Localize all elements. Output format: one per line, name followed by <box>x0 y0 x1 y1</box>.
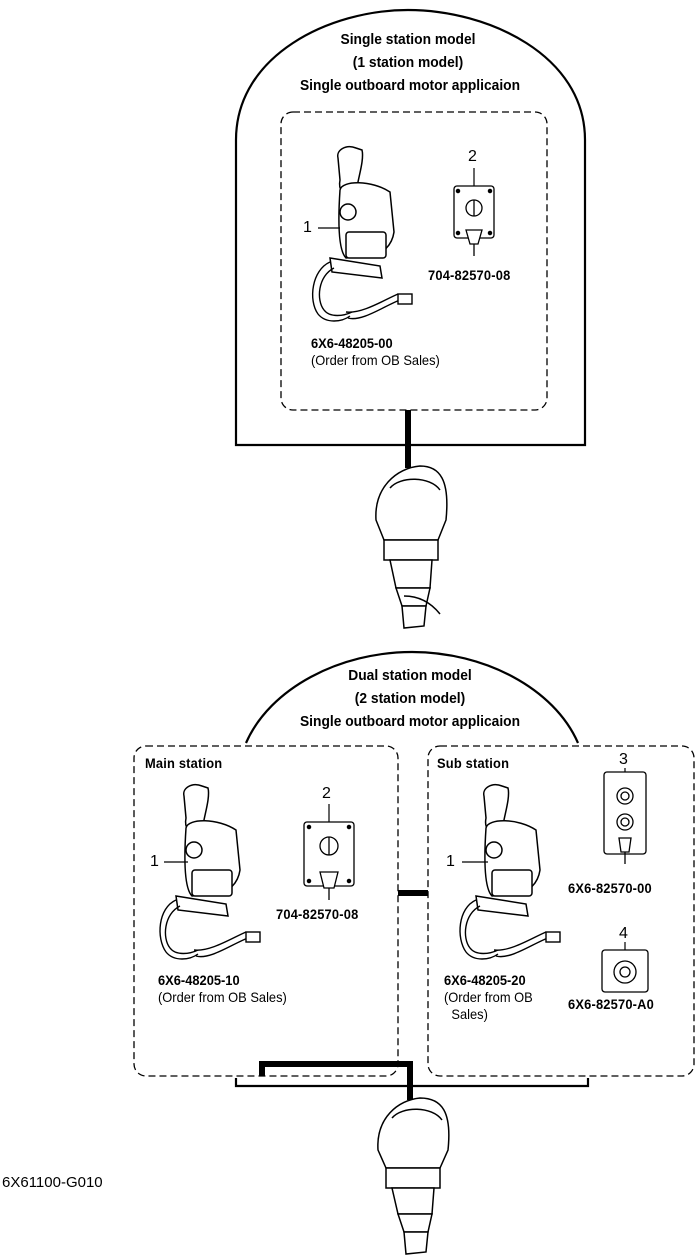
main-remote-control-lever <box>175 784 241 917</box>
figure-code: 6X61100-G010 <box>2 1174 103 1191</box>
single-outboard-motor <box>375 465 448 629</box>
sub-lever-cable <box>459 899 561 960</box>
single-remote-control-lever <box>329 146 395 279</box>
single-lever-order-note: (Order from OB Sales) <box>311 352 440 368</box>
single-title-line3: Single outboard motor applicaion <box>299 77 521 94</box>
sub-engine-stop-switch <box>601 949 649 993</box>
main-callout-2: 2 <box>322 785 331 802</box>
sub-switch-part-number: 6X6-82570-A0 <box>568 996 654 1012</box>
single-panel-part-number: 704-82570-08 <box>428 267 511 283</box>
main-lever-cable <box>159 899 261 960</box>
single-lever-cable <box>311 261 413 322</box>
sub-lever-order-note-line1: (Order from OB <box>444 989 533 1005</box>
sub-callout-1: 1 <box>446 853 455 870</box>
single-station-frame <box>234 8 587 447</box>
single-title-line1: Single station model <box>340 31 476 48</box>
sub-callout-3: 3 <box>619 751 628 768</box>
sub-lever-part-number: 6X6-48205-20 <box>444 972 526 988</box>
main-lever-order-note: (Order from OB Sales) <box>158 989 287 1005</box>
sub-lever-order-note-line2: Sales) <box>451 1006 488 1022</box>
main-lever-part-number: 6X6-48205-10 <box>158 972 240 988</box>
dual-station-arch <box>244 650 580 744</box>
sub-lever-part: 6X6-48205-20 (Order from OB Sales) <box>444 972 533 1023</box>
dual-outboard-motor <box>377 1097 450 1255</box>
sub-switch-panel <box>603 771 647 864</box>
single-callout-1: 1 <box>303 219 312 236</box>
sub-callout-4: 4 <box>619 925 628 942</box>
single-station-box <box>280 111 548 411</box>
sub-station-box <box>427 745 695 1077</box>
main-panel-part-number: 704-82570-08 <box>276 906 359 922</box>
single-callout-2: 2 <box>468 148 477 165</box>
main-station-label: Main station <box>145 755 223 771</box>
dual-title-line2: (2 station model) <box>354 690 466 707</box>
dual-title-line1: Dual station model <box>348 667 472 684</box>
main-key-switch-panel <box>303 821 355 900</box>
single-lever-part-number: 6X6-48205-00 <box>311 335 393 351</box>
main-station-box <box>133 745 399 1077</box>
single-title-line2: (1 station model) <box>352 54 464 71</box>
sub-station-label: Sub station <box>437 755 510 771</box>
dual-main-harness <box>259 1061 413 1100</box>
dual-title-line3: Single outboard motor applicaion <box>299 713 521 730</box>
single-lever-part: 6X6-48205-00 (Order from OB Sales) <box>311 335 440 369</box>
sub-panel-part-number: 6X6-82570-00 <box>568 880 652 896</box>
single-key-switch-panel <box>453 185 495 256</box>
sub-remote-control-lever <box>475 784 541 917</box>
main-lever-part: 6X6-48205-10 (Order from OB Sales) <box>158 972 287 1006</box>
main-callout-1: 1 <box>150 853 159 870</box>
